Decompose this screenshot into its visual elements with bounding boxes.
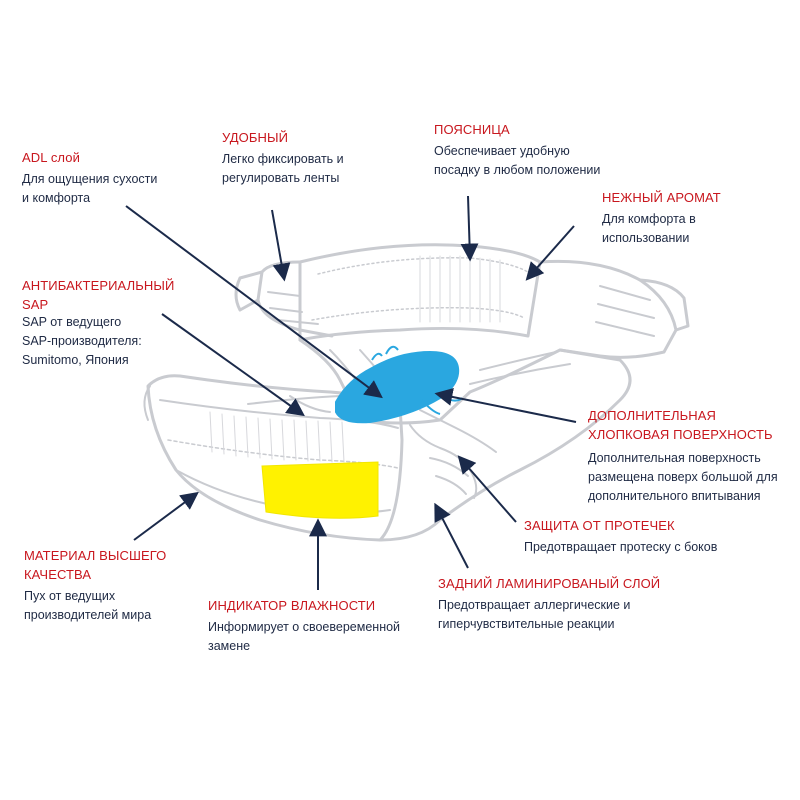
callout-title: ЗАЩИТА ОТ ПРОТЕЧЕК [524,518,675,533]
right-tape [538,259,678,359]
callout-title: АНТИБАКТЕРИАЛЬНЫЙ SAP [22,278,175,312]
arrow-backsheet [434,502,469,569]
callout-laminated-backsheet: ЗАДНИЙ ЛАМИНИРОВАНЫЙ СЛОЙ Предотвращает … [438,574,660,634]
callout-title: НЕЖНЫЙ АРОМАТ [602,190,721,205]
front-waistband [146,374,404,542]
callout-description: SAP от ведущего SAP-производителя: Sumit… [22,315,142,367]
callout-antibacterial-sap: АНТИБАКТЕРИАЛЬНЫЙ SAP SAP от ведущего SA… [22,276,174,370]
callout-wetness-indicator: ИНДИКАТОР ВЛАЖНОСТИ Информирует о своеве… [208,596,400,656]
callout-aroma: НЕЖНЫЙ АРОМАТ Для комфорта в использован… [602,188,721,248]
callout-waist: ПОЯСНИЦА Обеспечивает удобную посадку в … [434,120,600,180]
arrow-leak [457,455,517,523]
callout-description: Легко фиксировать и регулировать ленты [222,152,344,185]
arrow-comfortable [271,209,291,282]
wetness-indicator-patch [261,461,379,519]
arrow-adl [125,205,383,399]
left-tape [256,260,334,338]
callout-comfortable: УДОБНЫЙ Легко фиксировать и регулировать… [222,128,344,188]
callout-title: УДОБНЫЙ [222,130,289,145]
callout-premium-material: МАТЕРИАЛ ВЫСШЕГО КАЧЕСТВА Пух от ведущих… [24,546,166,625]
callout-title: МАТЕРИАЛ ВЫСШЕГО КАЧЕСТВА [24,548,167,582]
arrow-material [133,491,199,541]
callout-adl-layer: ADL слой Для ощущения сухости и комфорта [22,148,157,208]
callout-description: Для комфорта в использовании [602,212,696,245]
callout-cotton-surface: ДОПОЛНИТЕЛЬНАЯ ХЛОПКОВАЯ ПОВЕРХНОСТЬ Доп… [588,406,778,506]
callout-title: ADL слой [22,150,80,165]
callout-leak-protection: ЗАЩИТА ОТ ПРОТЕЧЕК Предотвращает протеск… [524,516,717,557]
callout-title: ДОПОЛНИТЕЛЬНАЯ ХЛОПКОВАЯ ПОВЕРХНОСТЬ [588,408,773,442]
callout-description: Пух от ведущих производителей мира [24,589,152,622]
callout-title: ИНДИКАТОР ВЛАЖНОСТИ [208,598,376,613]
arrow-cotton [434,388,577,423]
arrow-aroma [525,225,575,281]
callout-description: Дополнительная поверхность размещена пов… [588,451,778,503]
callout-title: ПОЯСНИЦА [434,122,510,137]
callout-description: Для ощущения сухости и комфорта [22,172,158,205]
callout-description: Предотвращает аллергические и гиперчувст… [438,598,631,631]
callout-description: Предотвращает протеску с боков [524,540,718,554]
absorbent-core [335,350,460,424]
arrow-sap [161,313,305,417]
arrow-waist [460,195,479,262]
callout-title: ЗАДНИЙ ЛАМИНИРОВАНЫЙ СЛОЙ [438,576,661,591]
callout-description: Обеспечивает удобную посадку в любом пол… [434,144,601,177]
pointer-arrows [125,195,577,590]
callout-description: Информирует о своевеременной замене [208,620,401,653]
back-waist-panel [298,243,542,342]
